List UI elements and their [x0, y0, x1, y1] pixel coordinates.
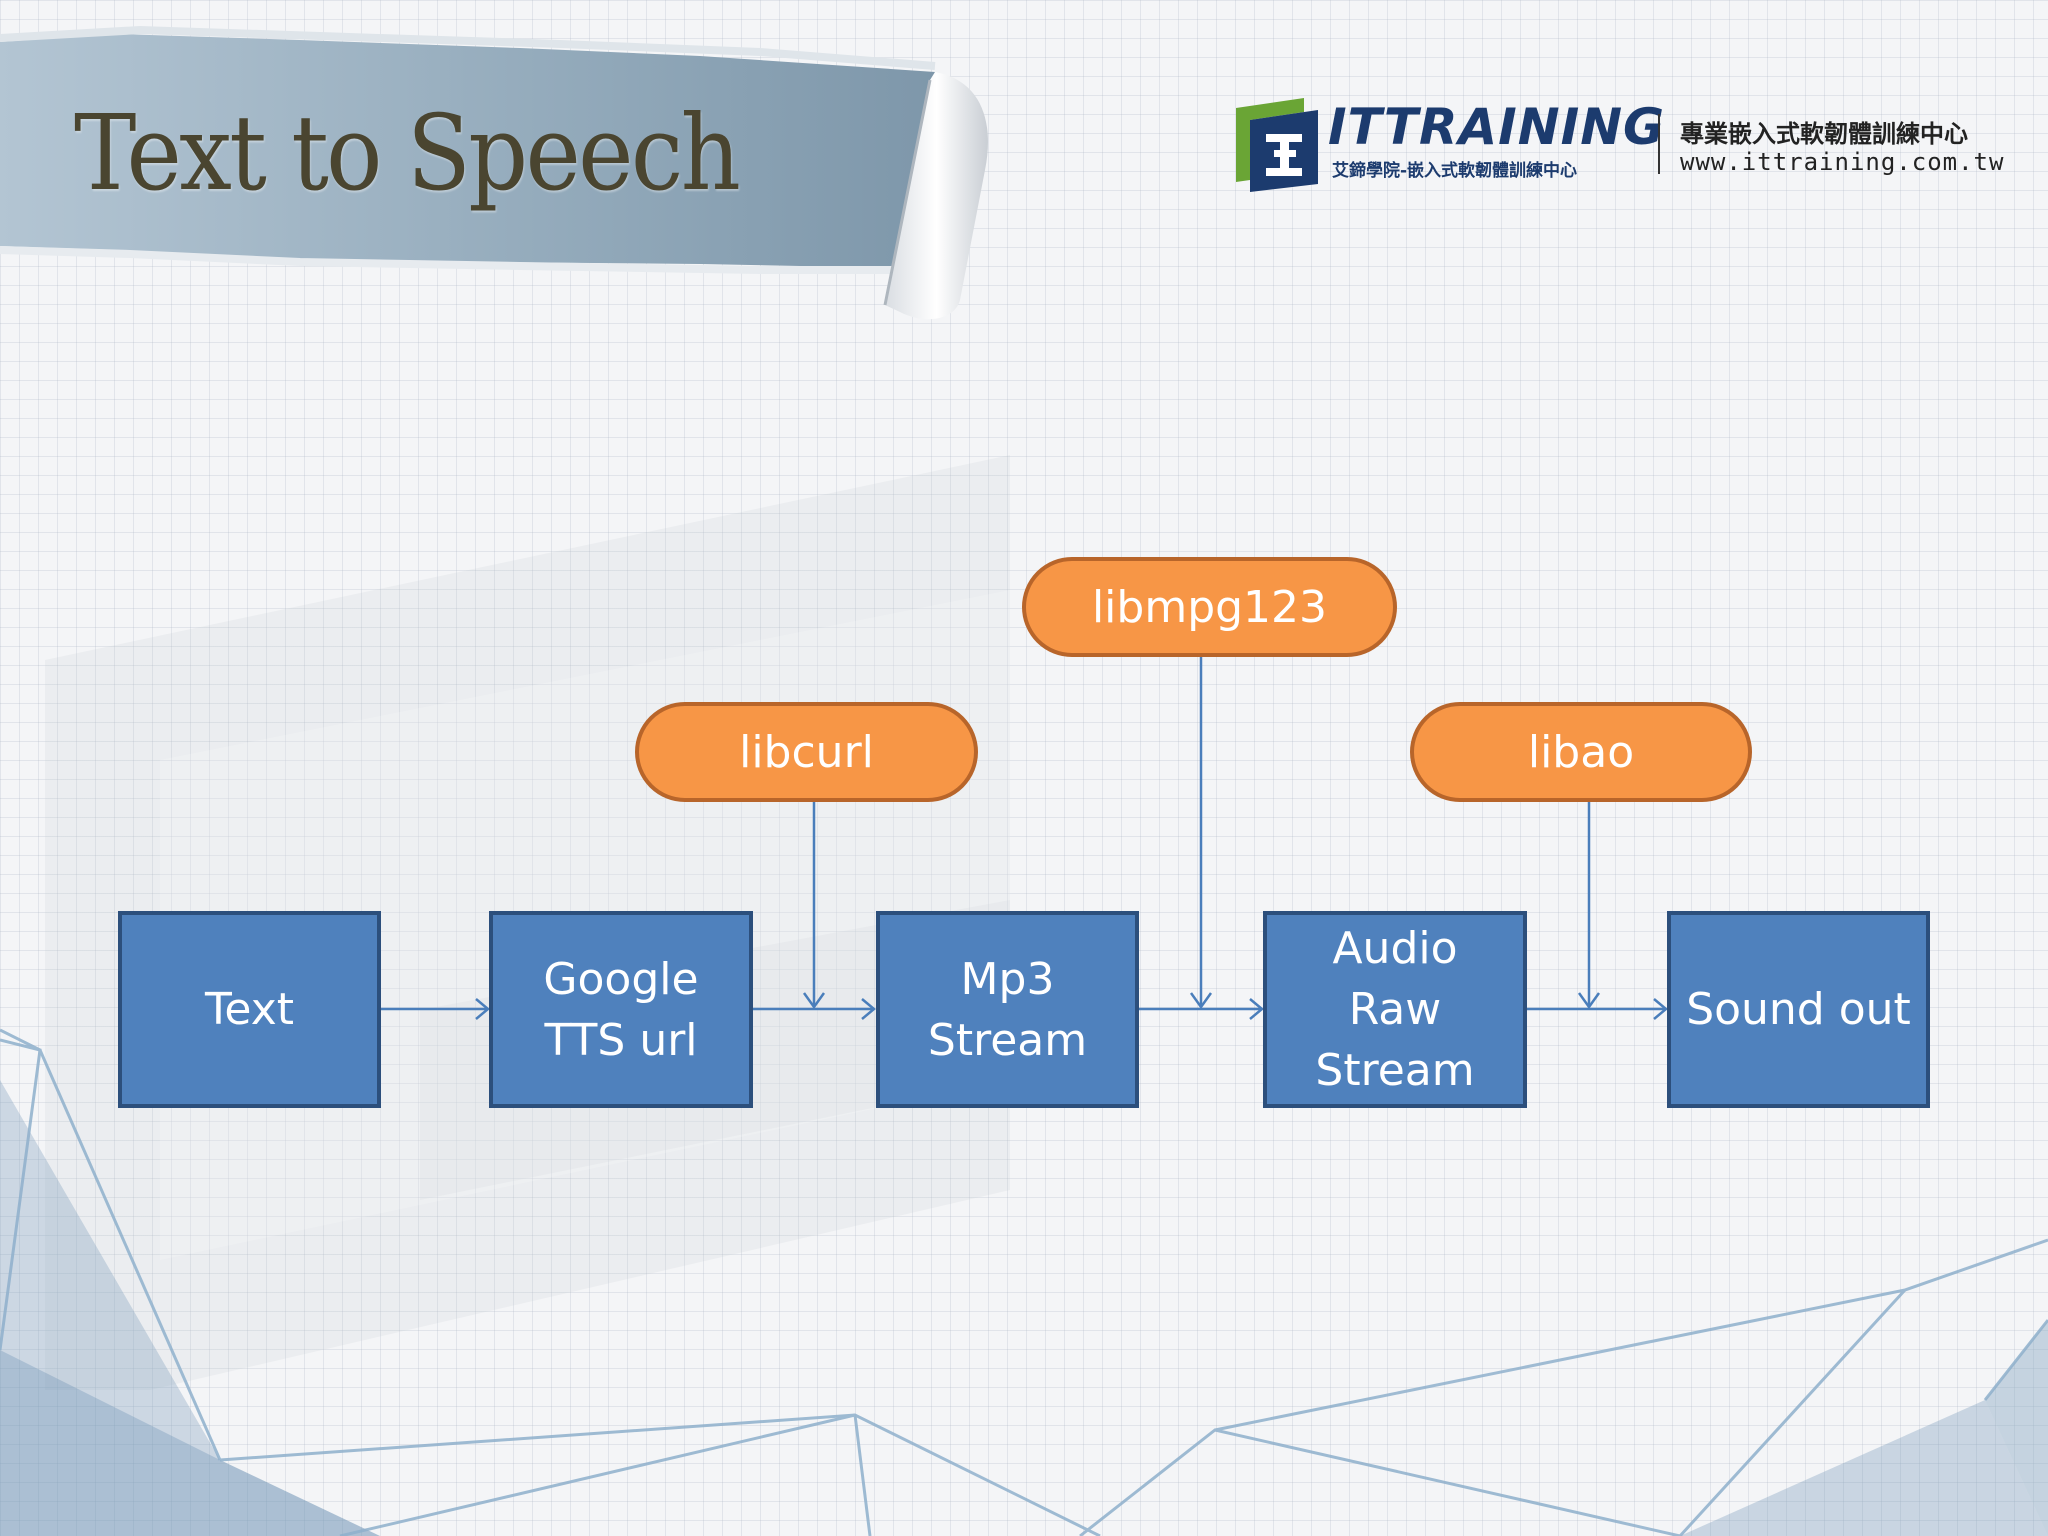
company-logo: ITTRAINING 艾鍗學院-嵌入式軟韌體訓練中心 專業嵌入式軟韌體訓練中心 …	[1232, 96, 2005, 196]
page-title: Text to Speech	[74, 92, 741, 214]
arrowhead-google	[475, 998, 490, 1020]
title-banner	[0, 25, 988, 320]
logo-tagline: 艾鍗學院-嵌入式軟韌體訓練中心	[1332, 161, 1578, 181]
node-mp3-stream: Mp3 Stream	[876, 911, 1139, 1108]
library-libcurl-label: libcurl	[739, 726, 874, 778]
arrowhead-mp3	[861, 998, 876, 1020]
logo-mark-icon	[1236, 98, 1318, 192]
node-audio-raw-stream-label: Audio Raw Stream	[1315, 923, 1475, 1096]
node-sound-out: Sound out	[1667, 911, 1930, 1108]
node-google-tts-url: Google TTS url	[489, 911, 753, 1108]
library-libmpg123: libmpg123	[1022, 557, 1397, 657]
library-libcurl: libcurl	[635, 702, 978, 802]
logo-slogan: 專業嵌入式軟韌體訓練中心	[1680, 120, 1968, 148]
node-text-label: Text	[205, 984, 294, 1035]
node-audio-raw-stream: Audio Raw Stream	[1263, 911, 1527, 1108]
logo-divider	[1658, 114, 1660, 174]
arrowhead-libcurl	[802, 992, 826, 1010]
arrowhead-audio	[1249, 998, 1264, 1020]
node-text: Text	[118, 911, 381, 1108]
library-libao-label: libao	[1527, 726, 1635, 778]
arrowhead-sound	[1653, 998, 1668, 1020]
node-sound-out-label: Sound out	[1686, 984, 1911, 1035]
arrowhead-libmpg123	[1189, 992, 1213, 1010]
node-mp3-stream-label: Mp3 Stream	[927, 953, 1088, 1066]
arrowhead-libao	[1577, 992, 1601, 1010]
logo-url: www.ittraining.com.tw	[1680, 148, 2005, 176]
library-libmpg123-label: libmpg123	[1091, 581, 1328, 633]
node-google-tts-url-label: Google TTS url	[543, 953, 699, 1066]
library-libao: libao	[1410, 702, 1752, 802]
logo-name: ITTRAINING	[1328, 98, 1666, 156]
